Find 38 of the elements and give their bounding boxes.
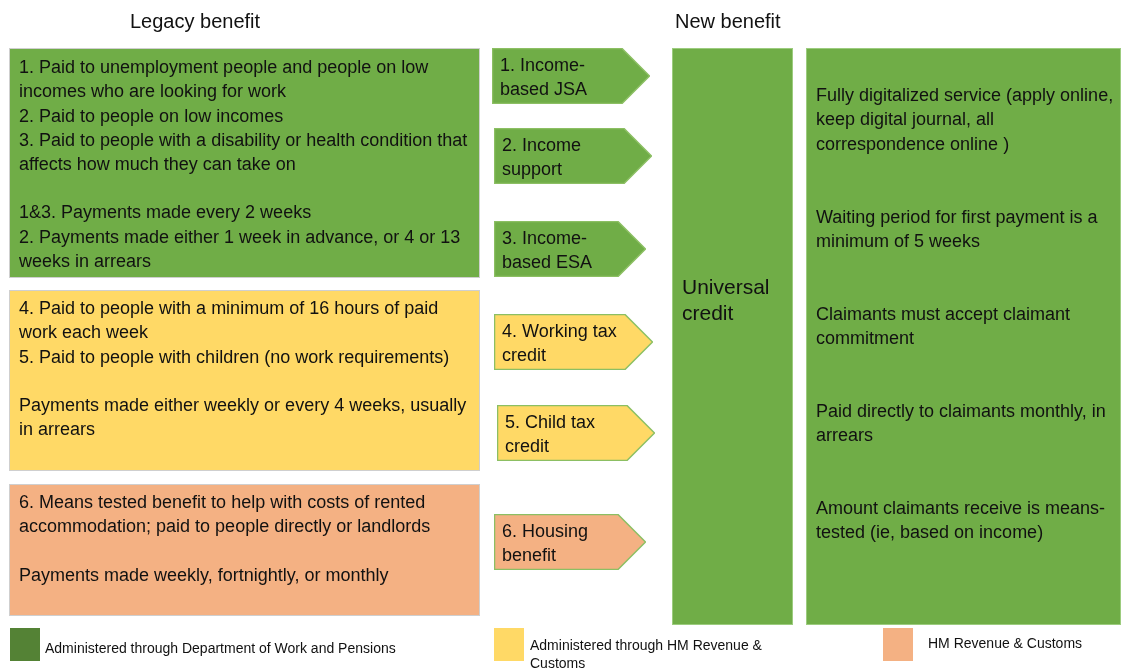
description-text: Payments made either weekly or every 4 weeks, usually in arrears (19, 393, 468, 442)
benefit-arrow-shape (494, 221, 646, 277)
description-text: 1&3. Payments made every 2 weeks (19, 201, 313, 225)
description-text: 6. Means tested benefit to help with costs of rented accommodation; paid to people directly or landlords (19, 491, 432, 539)
benefit-name: 5. Child tax credit (505, 411, 597, 458)
description-text: 2. Payments made either 1 week in advance, or 4 or 13 weeks in arrears (19, 225, 462, 274)
feature-text: Fully digitalized service (apply online, keep digital journal, all correspondence online ) (816, 84, 1115, 156)
benefit-arrow-shape (494, 128, 652, 184)
universal-credit-box (672, 48, 793, 625)
description-text: 4. Paid to people with a minimum of 16 hours of paid work each week (19, 297, 440, 345)
benefit-arrow-shape (497, 405, 655, 461)
box-title: Universal credit (682, 274, 771, 326)
description-text: 1. Paid to unemployment people and people on low incomes who are looking for work (19, 56, 430, 104)
description-text: 3. Paid to people with a disability or health condition that affects how much they can take on (19, 128, 469, 177)
description-text: Payments made weekly, fortnightly, or monthly (19, 563, 390, 587)
description-panel (9, 290, 480, 471)
benefit-arrow-shape (492, 48, 650, 104)
column-heading: New benefit (675, 10, 781, 33)
column-heading: Legacy benefit (130, 10, 261, 33)
feature-text: Claimants must accept claimant commitment (816, 303, 1072, 351)
benefit-name: 3. Income-based ESA (502, 227, 594, 274)
legend-text: Administered through Department of Work and Pensions (45, 639, 397, 657)
benefit-name: 6. Housing benefit (502, 520, 590, 567)
features-panel (806, 48, 1121, 625)
feature-text: Paid directly to claimants monthly, in arrears (816, 400, 1107, 448)
description-text: 5. Paid to people with children (no work requirements) (19, 345, 451, 369)
benefit-arrow-shape (494, 514, 646, 570)
benefit-name: 1. Income-based JSA (500, 54, 589, 101)
benefit-name: 4. Working tax credit (502, 320, 618, 367)
benefit-arrow-shape (494, 314, 653, 370)
feature-text: Waiting period for first payment is a minimum of 5 weeks (816, 206, 1099, 254)
legend-text: HM Revenue & Customs (928, 634, 1084, 652)
description-text: 2. Paid to people on low incomes (19, 104, 285, 128)
description-panel (9, 484, 480, 616)
feature-text: Amount claimants receive is means-tested (ie, based on income) (816, 497, 1107, 545)
legend-text: Administered through HM Revenue & Customs (530, 636, 763, 668)
description-panel (9, 48, 480, 278)
benefit-name: 2. Income support (502, 134, 583, 181)
